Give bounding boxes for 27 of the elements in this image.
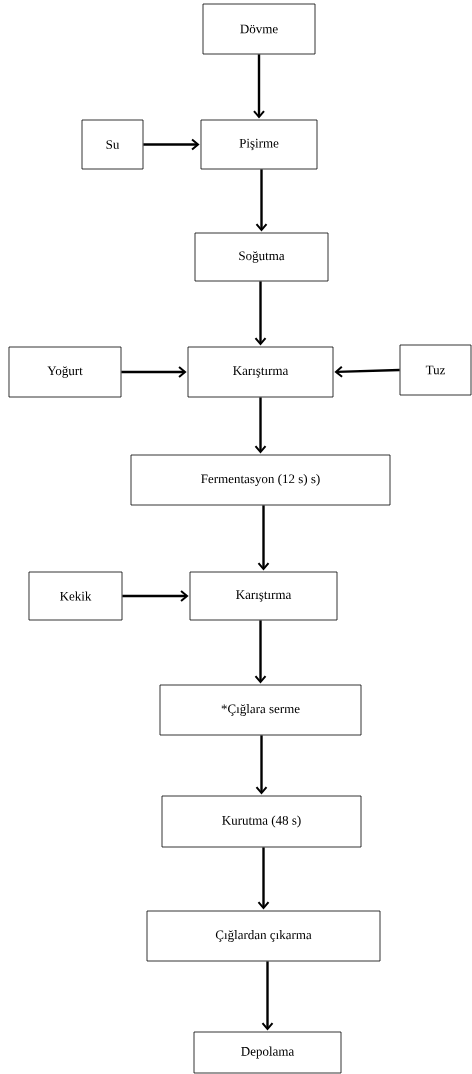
- arrow: [261, 961, 274, 1031]
- process-box: Yoğurt: [8, 346, 122, 398]
- arrow: [253, 54, 265, 119]
- arrow: [254, 397, 267, 454]
- arrow: [143, 138, 200, 151]
- arrow: [255, 169, 268, 232]
- process-box: Kekik: [28, 571, 123, 621]
- process-box: *Çığlara serme: [159, 684, 362, 736]
- process-box: Tuz: [399, 344, 472, 396]
- process-box: Pişirme: [200, 119, 318, 170]
- arrow: [121, 366, 187, 378]
- arrow: [257, 847, 270, 910]
- process-box: Soğutma: [194, 232, 329, 282]
- process-box: Fermentasyon (12 s) s): [130, 454, 391, 506]
- process-box: Karıştırma: [187, 346, 334, 398]
- process-box: Su: [81, 119, 144, 170]
- arrow: [122, 590, 189, 602]
- arrow: [255, 735, 268, 795]
- process-box: Depolama: [193, 1031, 342, 1074]
- arrow: [334, 365, 400, 378]
- arrow: [254, 620, 267, 684]
- arrow: [254, 281, 267, 346]
- process-box: Karıştırma: [189, 571, 338, 621]
- process-box: Çığlardan çıkarma: [146, 910, 381, 962]
- arrow: [257, 505, 270, 571]
- process-box: Kurutma (48 s): [161, 795, 362, 848]
- process-box: Dövme: [202, 3, 316, 55]
